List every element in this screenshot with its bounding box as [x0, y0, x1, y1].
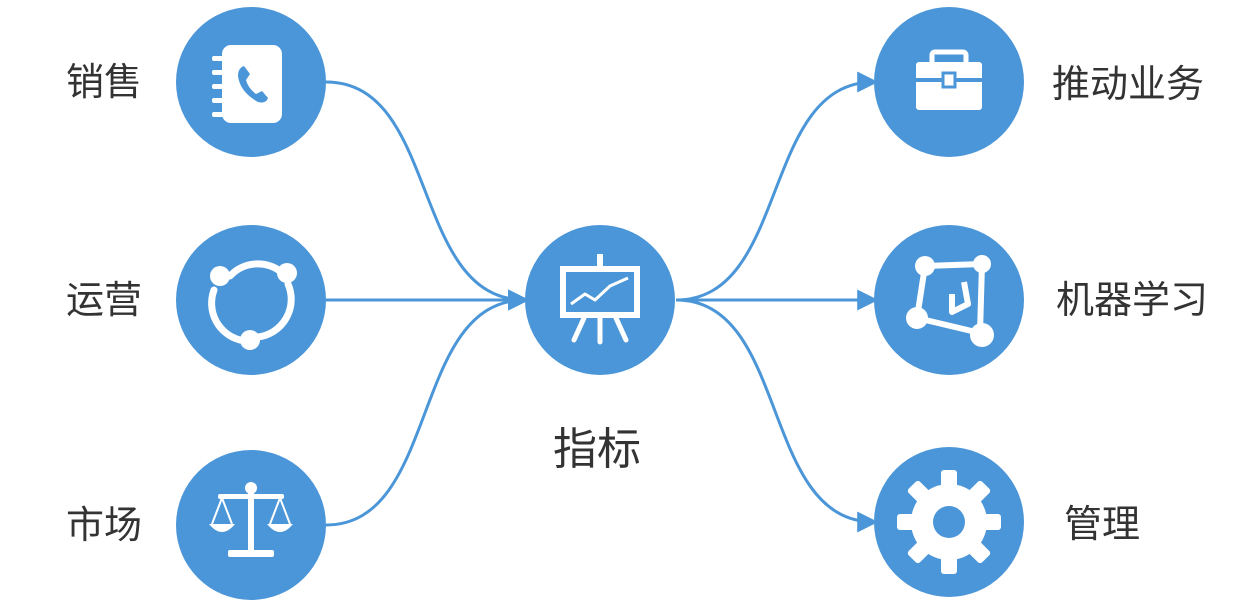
label-operations: 运营 [66, 278, 143, 322]
edge-market-to-metrics [325, 289, 530, 527]
node-management [874, 447, 1024, 597]
label-market: 市场 [66, 503, 143, 547]
label-management: 管理 [1064, 502, 1141, 546]
gear-icon [897, 470, 1001, 574]
node-business [874, 7, 1024, 157]
node-metrics [525, 225, 675, 375]
node-machine-learning [874, 225, 1024, 375]
label-machine-learning: 机器学习 [1056, 278, 1209, 322]
briefcase-icon [916, 49, 982, 110]
edge-metrics-to-business [675, 71, 879, 302]
node-graph-icon [906, 255, 994, 347]
address-book-phone-icon [212, 45, 282, 123]
node-operations [176, 225, 326, 375]
node-market [176, 450, 326, 600]
balance-scale-icon [209, 482, 293, 557]
label-metrics: 指标 [553, 424, 641, 475]
cycle-nodes-icon [208, 260, 295, 344]
label-business: 推动业务 [1052, 62, 1205, 106]
presentation-chart-board-icon [560, 254, 640, 345]
edges [325, 71, 879, 533]
edge-metrics-to-management [675, 298, 879, 533]
node-sales [176, 7, 326, 157]
edge-sales-to-metrics [325, 80, 530, 311]
label-sales: 销售 [66, 60, 143, 104]
